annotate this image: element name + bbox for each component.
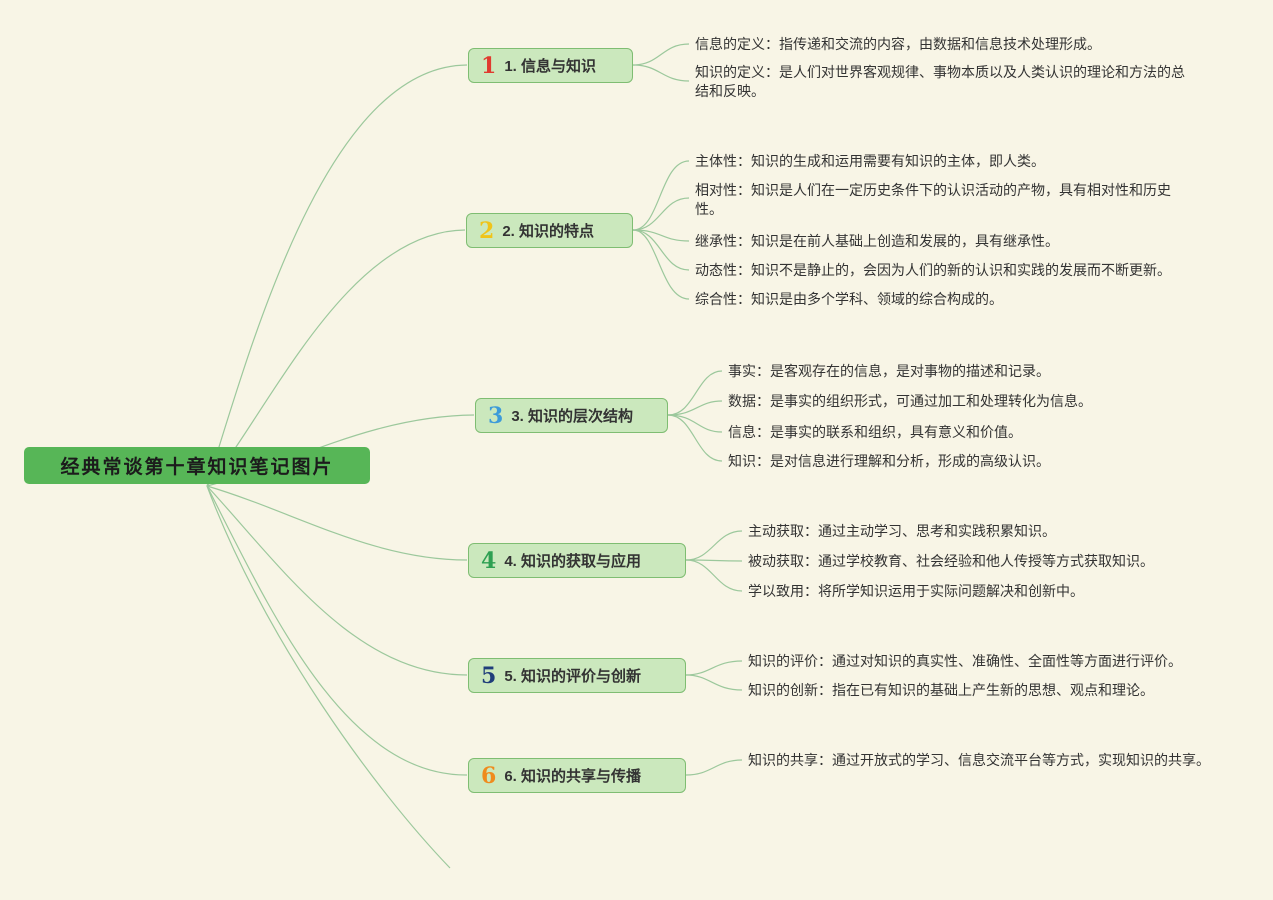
- branch-label: 2. 知识的特点: [502, 223, 594, 240]
- branch-number: 1: [481, 52, 497, 79]
- leaf-node[interactable]: 信息：是事实的联系和组织，具有意义和价值。: [728, 424, 1022, 440]
- leaf-node[interactable]: 信息的定义：指传递和交流的内容，由数据和信息技术处理形成。: [695, 36, 1101, 52]
- branch-number: 4: [481, 547, 497, 574]
- connector-leaf: [632, 43, 690, 66]
- connector-root-tail: [206, 485, 451, 869]
- branch-node-6[interactable]: 6 6. 知识的共享与传播: [468, 758, 686, 793]
- leaf-node[interactable]: 学以致用：将所学知识运用于实际问题解决和创新中。: [748, 583, 1084, 599]
- leaf-node[interactable]: 综合性：知识是由多个学科、领域的综合构成的。: [695, 291, 1003, 307]
- leaf-node[interactable]: 知识：是对信息进行理解和分析，形成的高级认识。: [728, 453, 1050, 469]
- branch-number: 6: [481, 762, 497, 789]
- leaf-node[interactable]: 事实：是客观存在的信息，是对事物的描述和记录。: [728, 363, 1050, 379]
- connector-leaf: [667, 400, 723, 416]
- leaf-node[interactable]: 知识的定义：是人们对世界客观规律、事物本质以及人类认识的理论和方法的总结和反映。: [695, 64, 1185, 99]
- branch-label: 6. 知识的共享与传播: [504, 768, 641, 785]
- leaf-node[interactable]: 知识的创新：指在已有知识的基础上产生新的思想、观点和理论。: [748, 682, 1154, 698]
- connector-leaf: [632, 64, 690, 82]
- connector-leaf: [632, 229, 690, 242]
- branch-label: 1. 信息与知识: [504, 58, 596, 75]
- connector-leaf: [685, 660, 743, 676]
- connector-leaf: [685, 674, 743, 691]
- connector-leaf: [632, 197, 690, 231]
- leaf-node[interactable]: 主动获取：通过主动学习、思考和实践积累知识。: [748, 523, 1056, 539]
- leaf-node[interactable]: 继承性：知识是在前人基础上创造和发展的，具有继承性。: [695, 233, 1059, 249]
- connector-leaf: [632, 160, 690, 231]
- leaf-node[interactable]: 主体性：知识的生成和运用需要有知识的主体，即人类。: [695, 153, 1045, 169]
- branch-node-1[interactable]: 1 1. 信息与知识: [468, 48, 633, 83]
- branch-node-5[interactable]: 5 5. 知识的评价与创新: [468, 658, 686, 693]
- branch-label: 5. 知识的评价与创新: [504, 668, 641, 685]
- connector-leaf: [632, 229, 690, 300]
- connector-root-branch5: [206, 485, 468, 676]
- branch-label: 4. 知识的获取与应用: [504, 553, 641, 570]
- leaf-node[interactable]: 知识的评价：通过对知识的真实性、准确性、全面性等方面进行评价。: [748, 653, 1182, 669]
- branch-number: 3: [488, 402, 504, 429]
- connector-leaf: [685, 759, 743, 776]
- connector-leaf: [667, 370, 723, 416]
- connector-root-branch6: [206, 485, 468, 776]
- connector-root-branch4: [206, 485, 468, 561]
- connector-leaf: [685, 559, 743, 592]
- branch-node-2[interactable]: 2 2. 知识的特点: [466, 213, 633, 248]
- root-label: 经典常谈第十章知识笔记图片: [60, 457, 334, 478]
- leaf-node[interactable]: 知识的共享：通过开放式的学习、信息交流平台等方式，实现知识的共享。: [748, 752, 1210, 768]
- connector-leaf: [685, 559, 743, 562]
- root-node[interactable]: 经典常谈第十章知识笔记图片: [24, 447, 370, 484]
- branch-node-4[interactable]: 4 4. 知识的获取与应用: [468, 543, 686, 578]
- branch-number: 2: [479, 217, 495, 244]
- leaf-node[interactable]: 动态性：知识不是静止的，会因为人们的新的认识和实践的发展而不断更新。: [695, 262, 1171, 278]
- leaf-node[interactable]: 相对性：知识是人们在一定历史条件下的认识活动的产物，具有相对性和历史性。: [695, 182, 1171, 217]
- branch-node-3[interactable]: 3 3. 知识的层次结构: [475, 398, 668, 433]
- branch-label: 3. 知识的层次结构: [511, 408, 633, 425]
- branch-number: 5: [481, 662, 497, 689]
- connector-leaf: [667, 414, 723, 462]
- leaf-node[interactable]: 数据：是事实的组织形式，可通过加工和处理转化为信息。: [728, 393, 1092, 409]
- connector-leaf: [685, 530, 743, 561]
- connector-root-branch1: [206, 64, 468, 487]
- leaf-node[interactable]: 被动获取：通过学校教育、社会经验和他人传授等方式获取知识。: [748, 553, 1154, 569]
- connector-leaf: [667, 414, 723, 433]
- connector-leaf: [632, 229, 690, 271]
